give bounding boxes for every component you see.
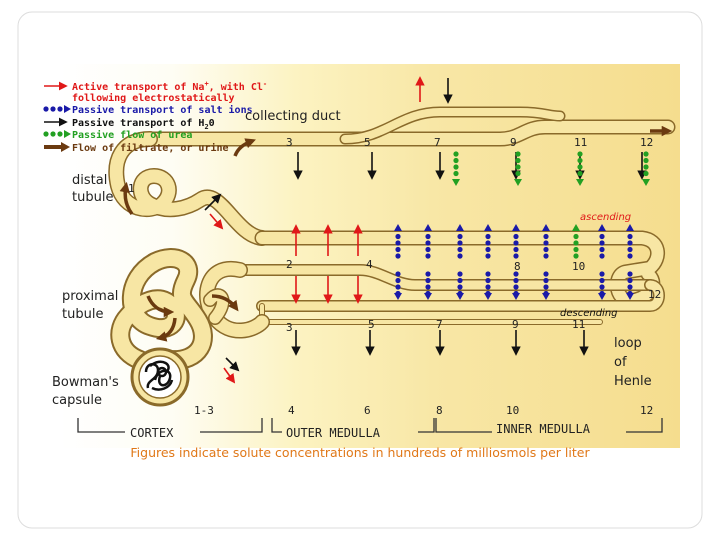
desc-concentration: 7 [436, 318, 443, 331]
legend-urea-label: Passive flow of urea [72, 129, 192, 141]
descending-limb-concentrations: 3 5 7 9 11 [286, 318, 585, 334]
salt-transport-arrow [512, 271, 520, 300]
salt-transport-arrow [542, 224, 550, 259]
salt-transport-arrow [484, 271, 492, 300]
ascending-limb-concentrations: 2 4 8 10 [286, 258, 585, 273]
zone-outer-medulla: OUTER MEDULLA [286, 426, 381, 440]
salt-transport-arrow [424, 271, 432, 300]
collecting-duct-concentrations: 3 5 7 9 11 12 [286, 136, 653, 149]
distal-tubule [108, 131, 270, 246]
salt-transport-arrow [424, 224, 432, 259]
loop-of-henle-label-line3: Henle [614, 374, 652, 389]
salt-transport-arrow [394, 224, 402, 259]
cd-concentration: 5 [364, 136, 371, 149]
legend-filtrate-label: Flow of filtrate, or urine [72, 142, 229, 154]
loop-of-henle [234, 230, 665, 325]
salt-transport-arrow [626, 224, 634, 259]
scale-concentration: 8 [436, 404, 443, 417]
water-transport-arrow [225, 357, 240, 372]
proximal-tubule-label-line2: tubule [62, 307, 103, 322]
salt-transport-arrow [626, 271, 634, 300]
distal-tubule-label: distal [72, 173, 107, 188]
zone-inner-medulla: INNER MEDULLA [496, 422, 591, 436]
asc-concentration: 4 [366, 258, 373, 271]
scale-concentration: 1-3 [194, 404, 214, 417]
scale-concentration: 10 [506, 404, 519, 417]
scale-concentration: 12 [640, 404, 653, 417]
salt-transport-arrow [598, 271, 606, 300]
salt-transport-arrow [456, 271, 464, 300]
bowmans-capsule-label-line2: capsule [52, 393, 102, 408]
bottom-scale-concentrations: 1-3 4 6 8 10 12 [194, 404, 653, 417]
desc-concentration: 5 [368, 318, 375, 331]
legend-filtrate-icon [44, 142, 70, 152]
cd-concentration: 9 [510, 136, 517, 149]
loop-tip-concentration: 12 [648, 288, 661, 301]
asc-concentration: 8 [514, 260, 521, 273]
legend-salt-label: Passive transport of salt ions [72, 104, 253, 116]
cd-concentration: 7 [434, 136, 441, 149]
desc-concentration: 11 [572, 318, 585, 331]
legend-water-label: Passive transport of H20 [72, 117, 215, 131]
salt-transport-arrow [484, 224, 492, 259]
salt-transport-arrow [598, 224, 606, 259]
bowmans-capsule-label: Bowman's [52, 375, 119, 390]
cd-concentration: 11 [574, 136, 587, 149]
cd-concentration: 3 [286, 136, 293, 149]
collecting-duct-label: collecting duct [245, 109, 341, 124]
legend-active-label: Active transport of Na+, with Cl- [72, 80, 267, 93]
legend-salt-icon [43, 105, 71, 113]
filtrate-flow-arrows [119, 125, 673, 342]
urea-flow-arrow [576, 151, 584, 186]
water-transport-arrow [204, 193, 222, 211]
urea-flow-arrow [514, 151, 522, 186]
ascending-label: ascending [580, 212, 631, 223]
descending-label: descending [560, 308, 618, 319]
salt-transport-arrow [394, 271, 402, 300]
legend-urea-icon [43, 130, 71, 138]
desc-concentration: 9 [512, 318, 519, 331]
distal-tubule-label-line2: tubule [72, 190, 113, 205]
active-transport-arrow [223, 367, 236, 384]
urea-flow-arrow [642, 151, 650, 186]
scale-concentration: 6 [364, 404, 371, 417]
legend-active-label-line2: following electrostatically [72, 92, 235, 104]
proximal-tubule-label: proximal [62, 289, 118, 304]
asc-concentration: 2 [286, 258, 293, 271]
desc-concentration: 3 [286, 321, 293, 334]
loop-of-henle-label: loop [614, 336, 642, 351]
caption: Figures indicate solute concentrations i… [130, 445, 590, 460]
loop-of-henle-label-line2: of [614, 355, 627, 370]
transport-arrows [204, 76, 650, 384]
collecting-duct [142, 106, 676, 147]
urea-flow-arrow [452, 151, 460, 186]
salt-transport-arrow [542, 271, 550, 300]
distal-concentration: 1 [128, 182, 135, 195]
tubules [108, 106, 676, 371]
zone-cortex: CORTEX [130, 426, 174, 440]
cd-concentration: 12 [640, 136, 653, 149]
asc-concentration: 10 [572, 260, 585, 273]
scale-concentration: 4 [288, 404, 295, 417]
urea-flow-arrow [572, 224, 580, 259]
legend: Active transport of Na+, with Cl- follow… [43, 80, 267, 154]
bowmans-capsule [130, 347, 190, 407]
salt-transport-arrow [512, 224, 520, 259]
active-transport-arrow [209, 213, 224, 230]
glomerulus [144, 360, 174, 391]
salt-transport-arrow [456, 224, 464, 259]
zone-brackets [77, 418, 663, 433]
